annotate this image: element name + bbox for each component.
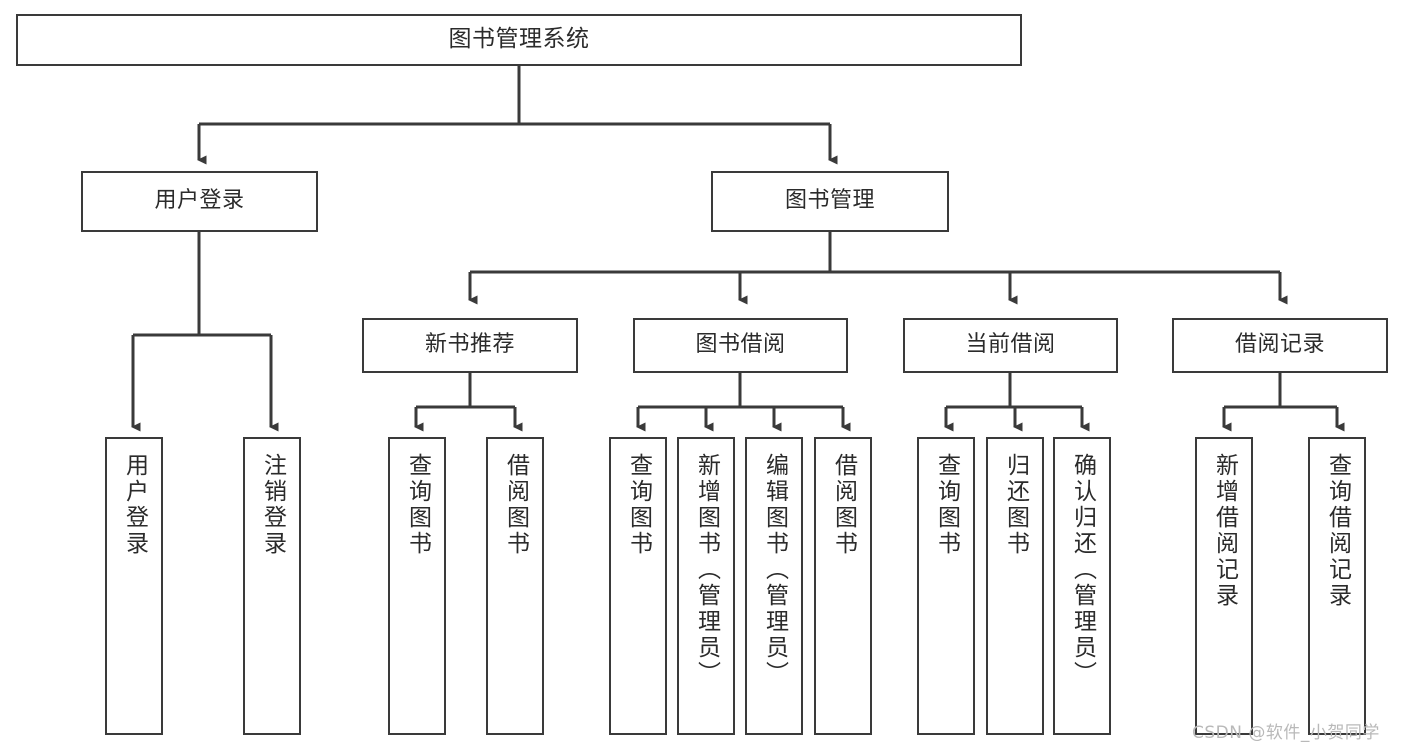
node-label: 查询图书 [404,453,431,557]
node-label: 查询图书 [625,453,652,557]
node-root-system[interactable]: 图书管理系统 [16,14,1022,66]
leaf-borrow-borrow-book[interactable]: 借阅图书 [814,437,872,735]
node-current-borrow[interactable]: 当前借阅 [903,318,1118,373]
node-label: 用户登录 [121,453,148,557]
node-label: 新增借阅记录 [1211,453,1238,609]
node-label: 编辑图书（管理员） [761,453,788,687]
node-label: 图书管理 [784,188,875,214]
leaf-current-query-book[interactable]: 查询图书 [917,437,975,735]
node-label: 借阅图书 [502,453,529,557]
leaf-current-confirm-return-admin[interactable]: 确认归还（管理员） [1053,437,1111,735]
leaf-records-add-record[interactable]: 新增借阅记录 [1195,437,1253,735]
node-label: 当前借阅 [965,332,1056,358]
node-label: 图书借阅 [695,332,786,358]
leaf-borrow-add-book-admin[interactable]: 新增图书（管理员） [677,437,735,735]
node-book-borrow[interactable]: 图书借阅 [633,318,848,373]
leaf-newbook-borrow-book[interactable]: 借阅图书 [486,437,544,735]
leaf-current-return-book[interactable]: 归还图书 [986,437,1044,735]
node-label: 查询图书 [933,453,960,557]
node-book-management[interactable]: 图书管理 [711,171,949,232]
leaf-records-query-record[interactable]: 查询借阅记录 [1308,437,1366,735]
node-label: 新书推荐 [424,332,515,358]
node-label: 借阅记录 [1234,332,1325,358]
node-label: 确认归还（管理员） [1069,453,1096,687]
leaf-borrow-query-book[interactable]: 查询图书 [609,437,667,735]
node-borrow-records[interactable]: 借阅记录 [1172,318,1388,373]
node-label: 新增图书（管理员） [693,453,720,687]
node-label: 查询借阅记录 [1324,453,1351,609]
node-label: 注销登录 [259,453,286,557]
csdn-watermark: CSDN @软件_小贺同学 [1192,723,1380,743]
leaf-newbook-query-book[interactable]: 查询图书 [388,437,446,735]
node-label: 归还图书 [1002,453,1029,557]
node-label: 用户登录 [154,188,245,214]
node-label: 借阅图书 [830,453,857,557]
leaf-borrow-edit-book-admin[interactable]: 编辑图书（管理员） [745,437,803,735]
leaf-user-login[interactable]: 用户登录 [105,437,163,735]
node-new-book-recommend[interactable]: 新书推荐 [362,318,578,373]
node-user-login[interactable]: 用户登录 [81,171,318,232]
node-label: 图书管理系统 [448,26,590,53]
leaf-user-logout[interactable]: 注销登录 [243,437,301,735]
